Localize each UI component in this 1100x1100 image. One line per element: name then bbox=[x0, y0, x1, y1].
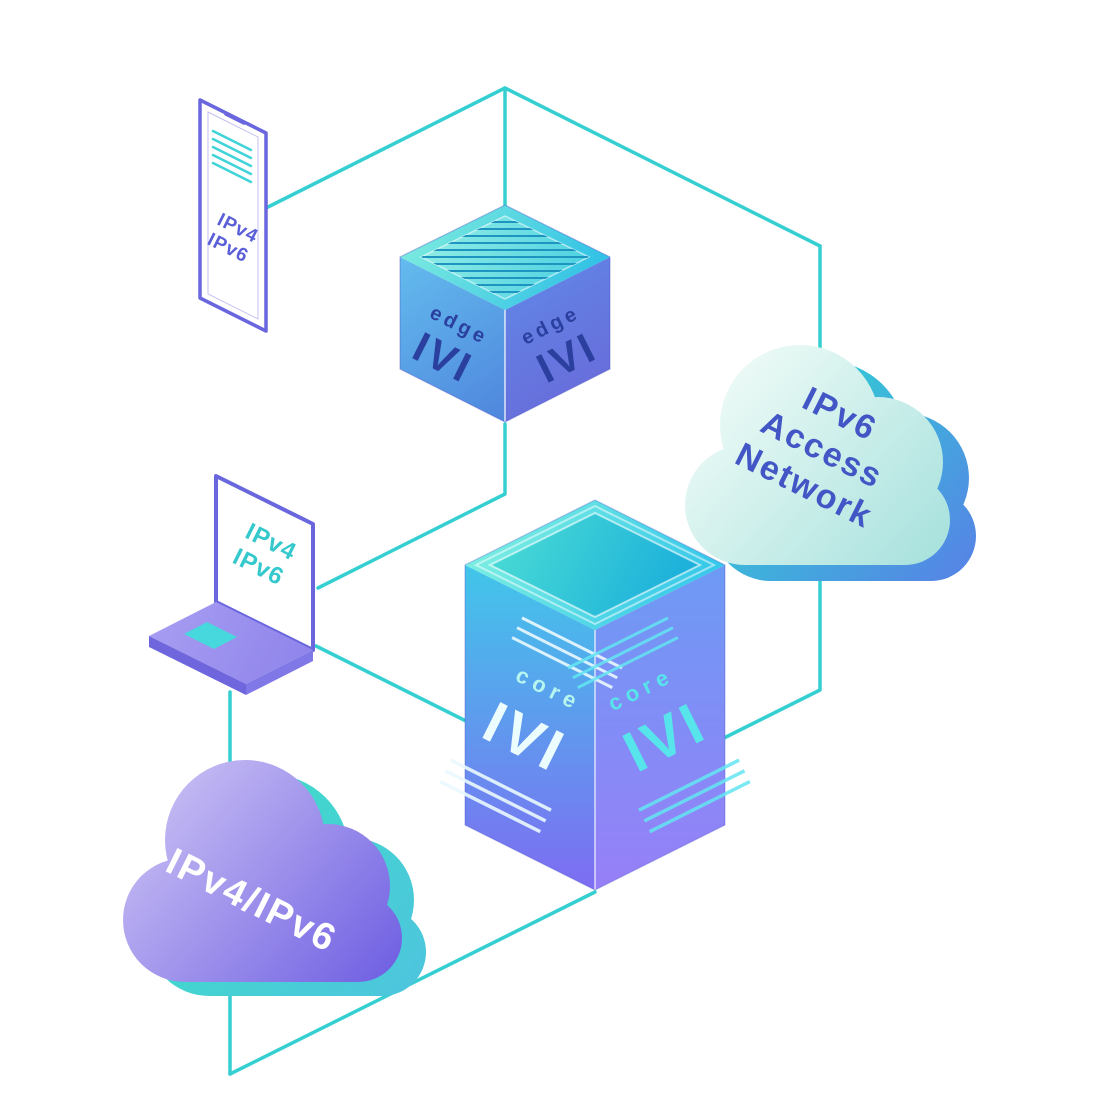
edge-cube-left-face bbox=[400, 257, 505, 422]
ipv4-ipv6-cloud: IPv4/IPv6 bbox=[123, 760, 426, 996]
phone-speaker bbox=[224, 112, 246, 125]
laptop-front-edge bbox=[149, 636, 246, 695]
edge-cube-right-face bbox=[505, 257, 610, 422]
laptop-trackpad bbox=[184, 622, 237, 649]
phone-screen-text-lines bbox=[211, 129, 253, 184]
ipv6-access-cloud: IPv6 Access Network bbox=[685, 345, 976, 581]
connection-line bbox=[264, 86, 822, 248]
edge-cube-outline bbox=[399, 204, 611, 423]
ipv4-ipv6-cloud-body bbox=[123, 760, 402, 982]
core-top-panel bbox=[487, 511, 703, 619]
connection-line bbox=[316, 422, 507, 590]
core-right-bottom-stripes bbox=[638, 758, 751, 834]
edge-router-cube: edge IVI edge IVI bbox=[399, 204, 611, 423]
core-top-border bbox=[473, 504, 717, 626]
ipv6-access-cloud-body bbox=[685, 345, 950, 565]
core-outline bbox=[464, 499, 726, 891]
connection-line bbox=[314, 644, 468, 723]
laptop: IPv4 IPv6 bbox=[149, 474, 315, 695]
core-router-box: core IVI core IVI bbox=[439, 499, 751, 891]
core-left-bottom-stripes bbox=[439, 758, 552, 834]
core-right-top-stripes bbox=[567, 616, 679, 689]
smartphone: IPv4 IPv6 bbox=[198, 98, 268, 333]
laptop-base bbox=[149, 602, 313, 684]
laptop-right-edge bbox=[246, 650, 313, 695]
